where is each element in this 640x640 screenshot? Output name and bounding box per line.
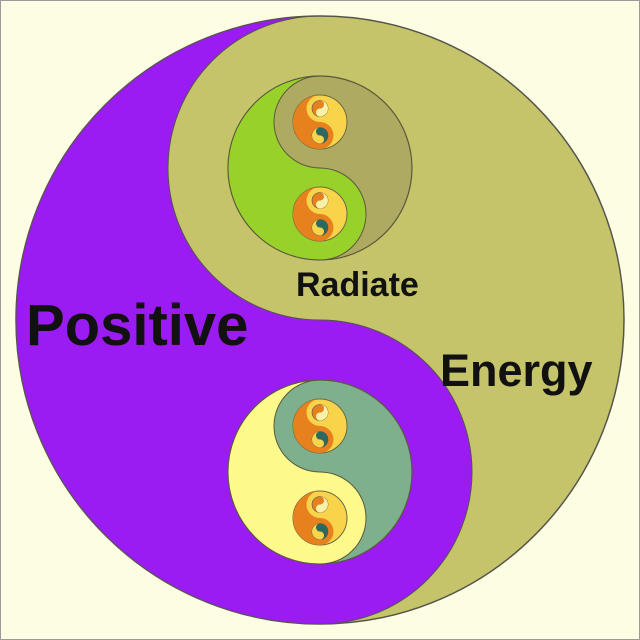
yin-yang-icon <box>292 490 348 546</box>
upper-inner-yin-yang <box>227 75 413 261</box>
word-radiate: Radiate <box>296 266 419 304</box>
yin-yang-icon <box>292 186 348 242</box>
yin-yang-icon <box>292 94 348 150</box>
word-positive: Positive <box>26 293 248 358</box>
word-energy: Energy <box>440 345 593 396</box>
yin-yang-icon <box>292 398 348 454</box>
lower-inner-yin-yang <box>227 379 413 565</box>
